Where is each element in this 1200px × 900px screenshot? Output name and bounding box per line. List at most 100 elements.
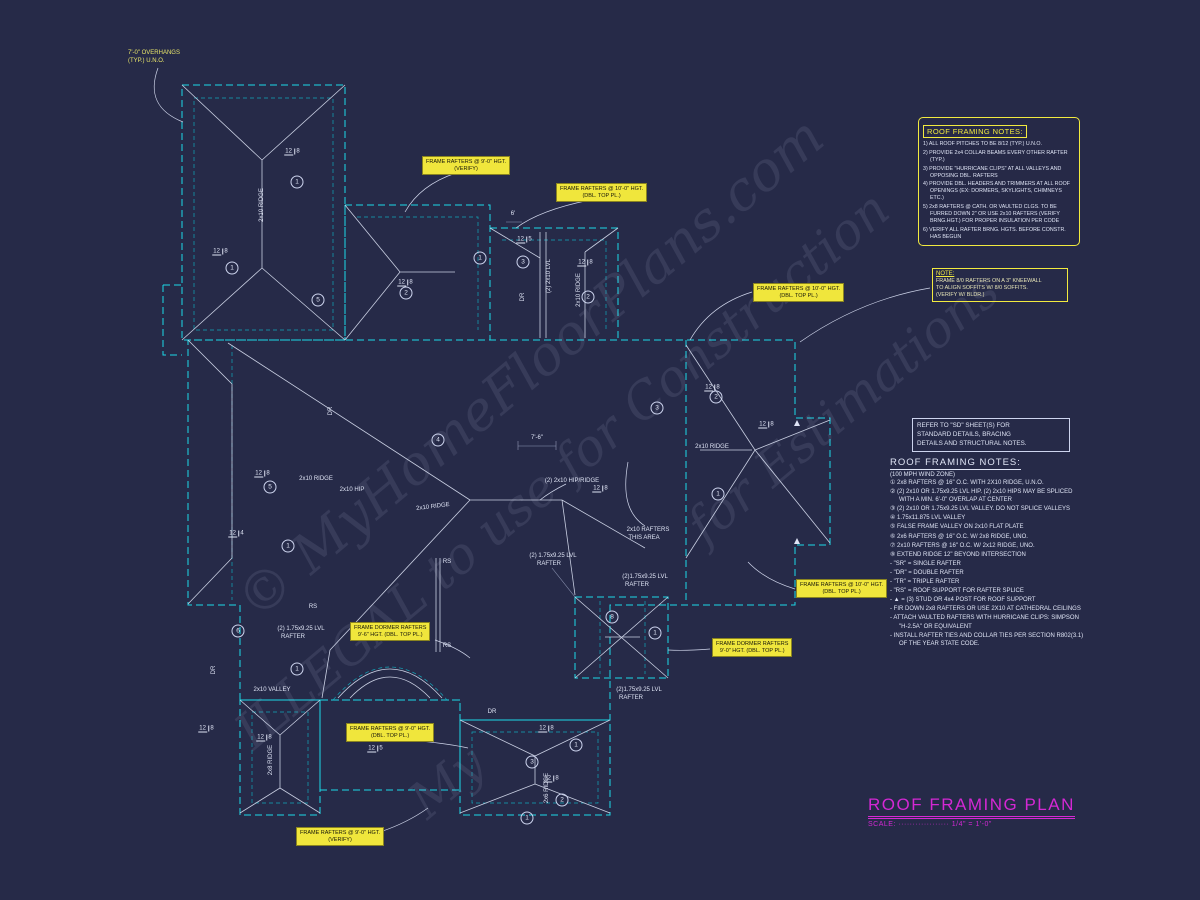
plan-member-label: 2x10 RIDGE <box>576 273 582 307</box>
plan-member-label: 7'-6" <box>531 435 543 441</box>
framing-note-item: ③ (2) 2x10 OR 1.75x9.25 LVL VALLEY. DO N… <box>890 506 1071 513</box>
framing-note-item: - "SR" = SINGLE RAFTER <box>890 560 961 567</box>
kneewall-note-box: NOTE: FRAME 8/0 RAFTERS ON A 3" KNEEWALL… <box>932 268 1068 303</box>
pitch-run: 12 <box>397 279 406 287</box>
pitch-rise: 8 <box>265 734 272 741</box>
keynote-reference-circle: 3 <box>516 255 530 269</box>
pitch-run: 12 <box>592 485 601 493</box>
pitch-run: 12 <box>228 530 237 538</box>
pitch-rise: 8 <box>586 259 593 266</box>
callout-line: FRAME DORMER RAFTERS <box>716 640 789 647</box>
pitch-rise: 8 <box>713 384 720 391</box>
keynote-reference-circle: 2 <box>581 290 595 304</box>
frame-rafters-callout: FRAME RAFTERS @ 10'-0" HGT.(DBL. TOP PL.… <box>796 579 888 599</box>
pitch-rise: 8 <box>207 725 214 732</box>
pitch-run: 12 <box>543 775 552 783</box>
pitch-run: 12 <box>284 148 293 156</box>
sd-note-line: REFER TO "SD" SHEET(S) FOR <box>917 422 1010 429</box>
callout-line: FRAME RAFTERS @ 10'-0" HGT. <box>800 581 884 588</box>
roof-framing-notes-list: ROOF FRAMING NOTES: (100 MPH WIND ZONE) … <box>890 452 1086 649</box>
keynote-reference-circle: 3 <box>525 755 539 769</box>
kneewall-note-line: FRAME 8/0 RAFTERS ON A 3" KNEEWALL <box>936 278 1042 284</box>
callout-line: FRAME RAFTERS @ 9'-0" HGT. <box>426 158 507 165</box>
keynote-reference-circle: 1 <box>473 251 487 265</box>
pitch-rise: 8 <box>601 485 608 492</box>
keynote-reference-circle: 8 <box>605 610 619 624</box>
plan-member-label: 2x8 RIDGE <box>268 744 274 776</box>
frame-rafters-callout: FRAME RAFTERS @ 10'-0" HGT.(DBL. TOP PL.… <box>753 283 845 303</box>
pitch-rise: 8 <box>293 148 300 155</box>
plan-member-label: (2) 2x10 HIP/RIDGE <box>544 478 600 484</box>
notes-box-item: 3) PROVIDE "HURRICANE CLIPS" AT ALL VALL… <box>923 165 1062 179</box>
notes-box-item: 6) VERIFY ALL RAFTER BRNG. HGTS. BEFORE … <box>923 226 1066 240</box>
framing-note-item: - FIR DOWN 2x8 RAFTERS OR USE 2X10 AT CA… <box>890 606 1081 613</box>
plan-member-label: DR <box>328 406 334 416</box>
framing-note-item: - INSTALL RAFTER TIES AND COLLAR TIES PE… <box>890 632 1084 647</box>
plan-member-label: (2) 1.75x9.25 LVL <box>529 553 577 559</box>
framing-note-item: ⑥ 2x6 RAFTERS @ 16" O.C. W/ 2x8 RIDGE, U… <box>890 533 1028 540</box>
plan-member-label: RAFTER <box>625 582 649 588</box>
plan-member-label: 6' <box>510 211 516 217</box>
pitch-run: 12 <box>516 236 525 244</box>
framing-note-item: ⑧ EXTEND RIDGE 12" BEYOND INTERSECTION <box>890 551 1026 558</box>
plan-member-label: DR <box>487 709 497 715</box>
pitch-run: 12 <box>256 734 265 742</box>
callout-line: 9'-6" HGT. (DBL. TOP PL.) <box>357 631 423 638</box>
framing-note-item: ① 2x8 RAFTERS @ 16" O.C. WITH 2X10 RIDGE… <box>890 480 1044 486</box>
plan-member-label: (2) 2x10 LVL <box>546 259 552 293</box>
keynote-reference-circle: 1 <box>290 175 304 189</box>
notes-box-item: 4) PROVIDE DBL. HEADERS AND TRIMMERS AT … <box>923 181 1070 202</box>
callout-line: (DBL. TOP PL.) <box>582 192 621 199</box>
keynote-reference-circle: 1 <box>648 626 662 640</box>
notes-box-title: ROOF FRAMING NOTES: <box>923 125 1027 138</box>
pitch-run: 12 <box>758 421 767 429</box>
keynote-reference-circle: 5 <box>263 480 277 494</box>
kneewall-note-line: TO ALIGN SOFFITS W/ 8/0 SOFFITS. <box>936 285 1028 292</box>
callout-line: (VERIFY) <box>328 836 352 843</box>
plan-member-label: DR <box>211 665 217 675</box>
frame-rafters-callout: FRAME RAFTERS @ 9'-0" HGT.(VERIFY) <box>296 827 385 847</box>
notes-box-item: 2) PROVIDE 2x4 COLLAR BEAMS EVERY OTHER … <box>923 149 1068 163</box>
callout-line: (DBL. TOP PL.) <box>822 588 861 595</box>
pitch-run: 12 <box>212 248 221 256</box>
keynote-reference-circle: 1 <box>290 662 304 676</box>
framing-note-item: ⑤ FALSE FRAME VALLEY ON 2x10 FLAT PLATE <box>890 524 1024 531</box>
pitch-rise: 8 <box>221 248 228 255</box>
pitch-run: 12 <box>538 725 547 733</box>
overhang-note: 7'-0" OVERHANGS (TYP.) U.N.O. <box>128 50 180 66</box>
pitch-run: 12 <box>704 384 713 392</box>
pitch-rise: 8 <box>547 725 554 732</box>
plan-member-label: (2)1.75x9.25 LVL <box>622 574 668 580</box>
plan-member-label: 2x10 VALLEY <box>253 687 291 693</box>
plan-member-label: 2x10 RIDGE <box>415 501 451 513</box>
keynote-reference-circle: 1 <box>569 738 583 752</box>
pitch-rise: 8 <box>406 279 413 286</box>
keynote-reference-circle: 2 <box>399 286 413 300</box>
pitch-rise: 8 <box>552 775 559 782</box>
keynote-reference-circle: 6 <box>231 624 245 638</box>
sheet-title: ROOF FRAMING PLAN <box>868 795 1075 819</box>
plan-member-label: (2)1.75x9.25 LVL <box>616 687 662 693</box>
callout-line: FRAME RAFTERS @ 9'-0" HGT. <box>350 725 431 732</box>
keynote-reference-circle: 1 <box>520 811 534 825</box>
keynote-reference-circle: 1 <box>711 487 725 501</box>
frame-rafters-callout: FRAME RAFTERS @ 10'-0" HGT.(DBL. TOP PL.… <box>556 183 648 203</box>
plan-member-label: (2) 1.75x9.25 LVL <box>277 626 325 632</box>
kneewall-note-title: NOTE: <box>936 271 955 277</box>
pitch-rise: 8 <box>767 421 774 428</box>
plan-member-label: THIS AREA <box>628 535 660 541</box>
frame-rafters-callout: FRAME RAFTERS @ 9'-0" HGT.(DBL. TOP PL.) <box>346 723 435 743</box>
